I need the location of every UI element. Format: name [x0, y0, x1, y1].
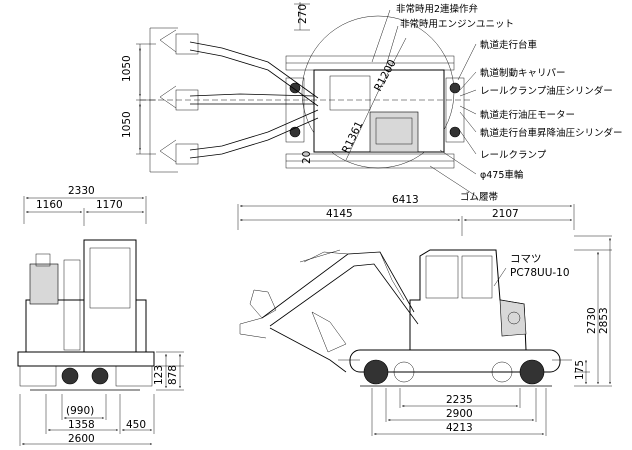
dim-4213: 4213 [446, 422, 473, 434]
callout-rail-trolley: 軌道走行台車 [480, 39, 538, 51]
dim-1050-upper: 1050 [121, 55, 133, 82]
bucket-lower [311, 311, 347, 353]
arm-lower [269, 327, 347, 373]
model-maker: コマツ [510, 253, 542, 265]
callout-rail-clamp-cylinder: レールクランプ油圧シリンダー [480, 85, 613, 97]
boom-lower-position [159, 109, 319, 165]
callout-rail-clamp: レールクランプ [480, 150, 547, 161]
dim-20: 20 [301, 151, 313, 164]
side-boom-arm [239, 249, 419, 373]
dim-175: 175 [574, 360, 586, 380]
dim-450: 450 [126, 419, 146, 431]
dim-1358: 1358 [68, 419, 95, 431]
dim-990: (990) [66, 405, 94, 417]
top-view: 1050 1050 270 20 R1200 R1361 非常時用2連操作弁 非… [121, 2, 623, 203]
side-view: 6413 4145 2107 コマツ PC7 [237, 194, 612, 436]
front-cab [83, 239, 137, 353]
dim-2853: 2853 [598, 307, 610, 334]
dim-1160: 1160 [36, 199, 63, 211]
callout-trolley-lift-cylinder: 軌道走行台車昇降油圧シリンダー [480, 127, 623, 139]
dim-6413: 6413 [392, 194, 419, 206]
dim-2730: 2730 [586, 307, 598, 334]
rail-trolley-front [445, 77, 465, 143]
boom-middle-position [159, 85, 315, 111]
front-view: 2330 1160 1170 123 878 ( [17, 185, 184, 446]
dim-2600: 2600 [68, 433, 95, 445]
dim-878: 878 [167, 365, 179, 385]
dim-270: 270 [297, 4, 309, 24]
callout-rail-brake-caliper: 軌道制動キャリパー [480, 67, 566, 79]
callout-leaders [371, 9, 477, 197]
cab-top [369, 111, 419, 153]
dim-2107: 2107 [492, 208, 519, 220]
callout-emergency-valve: 非常時用2連操作弁 [396, 3, 479, 15]
bucket-upper [249, 289, 277, 319]
callout-emergency-engine: 非常時用エンジンユニット [400, 18, 514, 30]
boom-upper-position [159, 29, 319, 107]
dim-2235: 2235 [446, 394, 473, 406]
callout-rail-drive-motor: 軌道走行油圧モーター [480, 109, 575, 121]
dim-1050-lower: 1050 [121, 111, 133, 138]
engine-hood [329, 75, 371, 111]
model-name: PC78UU-10 [510, 267, 570, 279]
front-boom [63, 259, 81, 351]
dim-4145: 4145 [326, 208, 353, 220]
callout-rubber-track: ゴム履帯 [460, 191, 499, 203]
dim-1170: 1170 [96, 199, 123, 211]
callout-wheel-475: φ475車輪 [480, 169, 524, 181]
dim-2330: 2330 [68, 185, 95, 197]
dim-2900: 2900 [446, 408, 473, 420]
side-track [349, 349, 561, 373]
rail-trolley-rear [285, 77, 305, 143]
dim-123: 123 [153, 365, 165, 385]
